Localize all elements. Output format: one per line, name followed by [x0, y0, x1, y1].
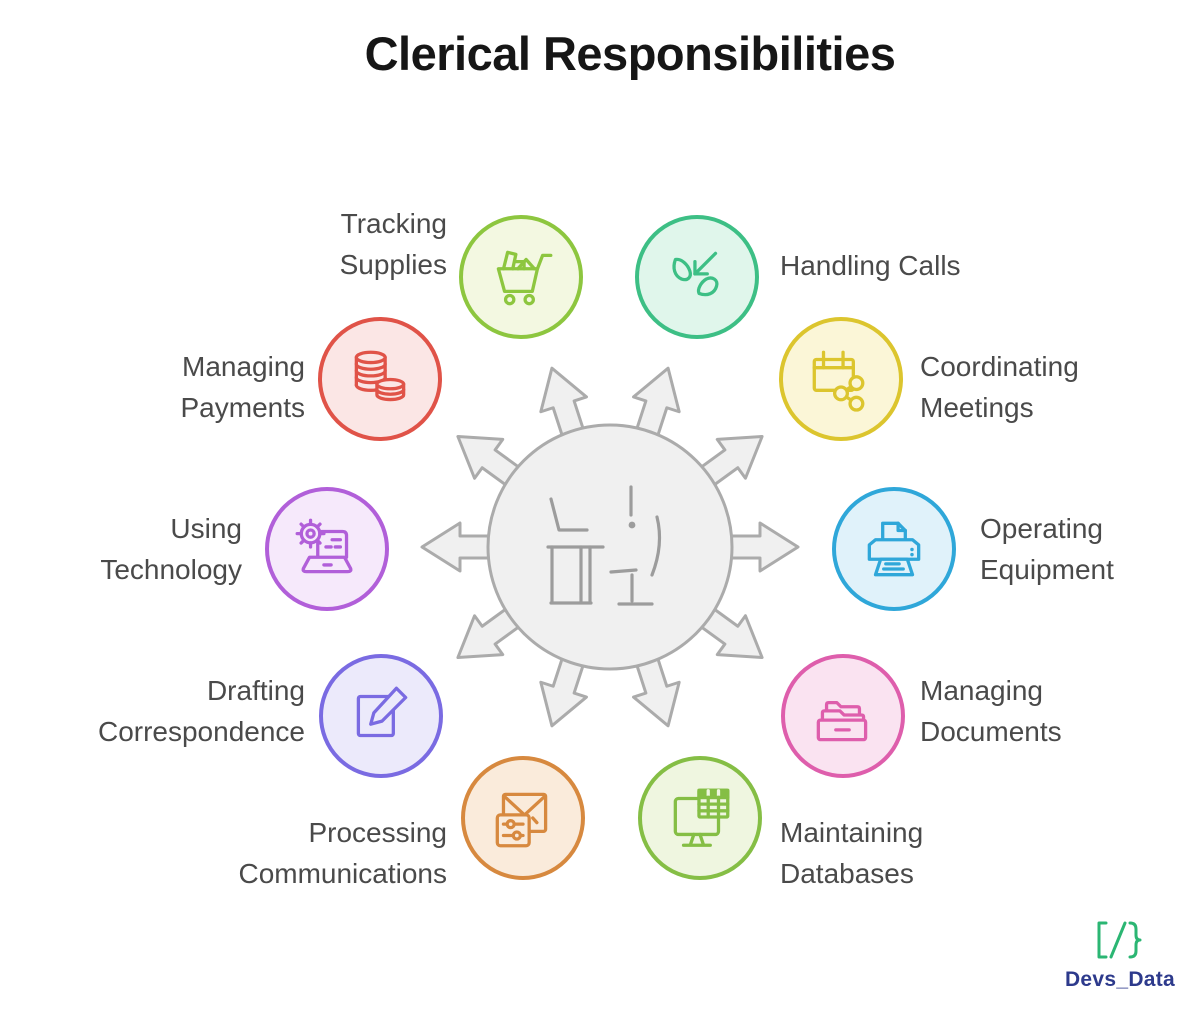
node-using-technology: [265, 487, 389, 611]
label-handling-calls: Handling Calls: [780, 250, 961, 281]
node-managing-documents: [781, 654, 905, 778]
laptop-gear-icon: [295, 518, 353, 574]
processing-communications-circle: [461, 756, 585, 880]
label-maintaining-databases: Maintaining Databases: [780, 817, 924, 889]
label-operating-equipment: Operating Equipment: [980, 513, 1114, 585]
person-at-desk-icon: [546, 485, 662, 606]
maintaining-databases-circle: [638, 756, 762, 880]
coordinating-meetings-circle: [779, 317, 903, 441]
label-processing-communications: Processing Communications: [238, 817, 447, 889]
operating-equipment-circle: [832, 487, 956, 611]
node-processing-communications: [461, 756, 585, 880]
tracking-supplies-circle: [459, 215, 583, 339]
drafting-correspondence-circle: [319, 654, 443, 778]
label-managing-documents: Managing Documents: [920, 675, 1062, 747]
brand-name: Devs_Data: [1064, 968, 1176, 991]
using-technology-circle: [265, 487, 389, 611]
incoming-call-icon: [672, 251, 719, 297]
node-coordinating-meetings: [779, 317, 903, 441]
printer-icon: [867, 521, 921, 577]
brand-footer: Devs_Data: [1050, 920, 1190, 992]
calendar-share-icon: [812, 350, 865, 412]
node-operating-equipment: [832, 487, 956, 611]
node-drafting-correspondence: [319, 654, 443, 778]
node-tracking-supplies: [459, 215, 583, 339]
envelope-settings-icon: [495, 792, 548, 848]
managing-payments-circle: [318, 317, 442, 441]
handling-calls-circle: [635, 215, 759, 339]
label-coordinating-meetings: Coordinating Meetings: [920, 351, 1079, 423]
code-brackets-icon: [1097, 921, 1142, 959]
shopping-cart-icon: [496, 250, 553, 306]
node-maintaining-databases: [638, 756, 762, 880]
node-handling-calls: [635, 215, 759, 339]
pencil-note-icon: [356, 686, 408, 738]
label-tracking-supplies: Tracking Supplies: [339, 208, 447, 280]
spreadsheet-monitor-icon: [673, 788, 730, 847]
coins-icon: [354, 350, 406, 402]
page-title: Clerical Responsibilities: [364, 27, 896, 80]
folders-drawer-icon: [816, 700, 868, 742]
managing-documents-circle: [781, 654, 905, 778]
label-drafting-correspondence: Drafting Correspondence: [97, 675, 305, 747]
center-hub: [420, 359, 800, 735]
label-using-technology: Using Technology: [100, 513, 242, 585]
node-managing-payments: [318, 317, 442, 441]
label-managing-payments: Managing Payments: [180, 351, 306, 423]
